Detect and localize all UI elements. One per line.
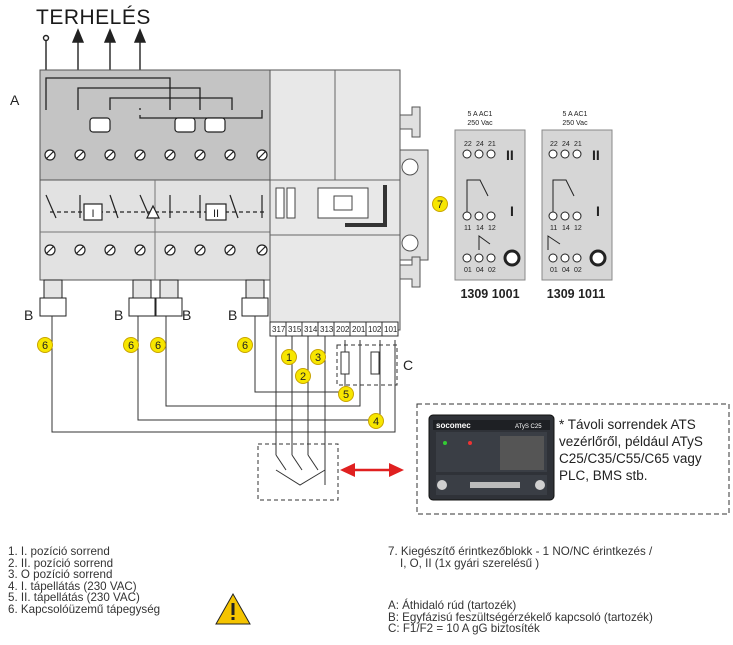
svg-text:6: 6	[155, 340, 161, 352]
svg-text:2: 2	[300, 371, 306, 383]
terminal-strip: 317 315 314 313 202 201 102 101	[269, 321, 399, 337]
marker-6: 6	[150, 337, 166, 353]
lower-screws	[44, 244, 268, 256]
label-b: B	[228, 307, 237, 323]
terminal-label: 201	[352, 325, 366, 334]
svg-text:1: 1	[286, 352, 292, 364]
contact-block-right: 5 A AC1 250 Vac 22 24 21 11 14 12 01 04 …	[541, 111, 613, 301]
label-c: C	[403, 357, 413, 373]
label-b: B	[114, 307, 123, 323]
part-number-left: 1309 1001	[460, 287, 519, 301]
marker-7: 7	[432, 196, 448, 212]
svg-text:5 A AC1: 5 A AC1	[563, 111, 588, 118]
terminal-label: 202	[336, 325, 350, 334]
remote-note: * Távoli sorrendek ATS vezérlőről, példá…	[559, 417, 703, 483]
switch-contacts: I II	[45, 194, 265, 221]
marker-6: 6	[37, 337, 53, 353]
load-title: TERHELÉS	[36, 6, 151, 29]
svg-text:04: 04	[562, 267, 570, 274]
marker-2: 2	[295, 368, 311, 384]
legend-item: 5. II. tápellátás (230 VAC)	[8, 591, 140, 605]
svg-text:14: 14	[476, 225, 484, 232]
legend-item: A: Áthidaló rúd (tartozék)	[388, 599, 517, 612]
legend-left: 1. I. pozíció sorrend 2. II. pozíció sor…	[8, 546, 160, 616]
svg-text:6: 6	[242, 340, 248, 352]
legend-item: 4. I. tápellátás (230 VAC)	[8, 579, 137, 593]
svg-text:01: 01	[550, 267, 558, 274]
svg-text:II: II	[506, 147, 514, 163]
svg-text:21: 21	[488, 141, 496, 148]
svg-text:11: 11	[550, 225, 557, 232]
remote-controller-box: socomec ATyS C25	[416, 403, 730, 515]
load-arrows	[42, 28, 147, 70]
svg-text:02: 02	[488, 267, 496, 274]
svg-text:250 Vac: 250 Vac	[467, 120, 493, 127]
label-b: B	[24, 307, 33, 323]
upper-screws	[44, 117, 268, 161]
double-arrow-icon	[340, 463, 404, 477]
marker-6: 6	[237, 337, 253, 353]
terminal-label: 313	[320, 325, 334, 334]
svg-text:11: 11	[464, 225, 471, 232]
legend-item: B: Egyfázisú feszültségérzékelő kapcsoló…	[388, 610, 653, 624]
legend-right-bottom: A: Áthidaló rúd (tartozék) B: Egyfázisú …	[388, 600, 653, 635]
terminal-label: 102	[368, 325, 382, 334]
svg-text:24: 24	[476, 141, 484, 148]
legend-item: 1. I. pozíció sorrend	[8, 545, 110, 558]
svg-text:6: 6	[42, 340, 48, 352]
svg-text:01: 01	[464, 267, 472, 274]
legend-item: 3. O pozíció sorrend	[8, 568, 113, 582]
svg-text:12: 12	[574, 225, 582, 232]
svg-text:22: 22	[550, 141, 558, 148]
marker-6: 6	[123, 337, 139, 353]
label-b: B	[182, 307, 191, 323]
terminal-label: 317	[272, 325, 286, 334]
svg-text:250 Vac: 250 Vac	[562, 120, 588, 127]
marker-3: 3	[310, 349, 326, 365]
legend-item: C: F1/F2 = 10 A gG biztosíték	[388, 622, 540, 636]
switch-housing	[39, 69, 429, 331]
legend-right-top: 7. Kiegészítő érintkezőblokk - 1 NO/NC é…	[388, 546, 652, 569]
svg-text:6: 6	[128, 340, 134, 352]
svg-text:04: 04	[476, 267, 484, 274]
bridging-bars	[45, 77, 263, 119]
label-a: A	[10, 92, 20, 108]
legend-item: 7. Kiegészítő érintkezőblokk - 1 NO/NC é…	[388, 545, 653, 558]
marker-1: 1	[281, 349, 297, 365]
svg-text:I: I	[510, 203, 514, 219]
numbered-markers: 1 2 3 4 5 6 6 6 6 7	[37, 196, 448, 429]
svg-text:5 A AC1: 5 A AC1	[468, 111, 493, 118]
svg-text:4: 4	[373, 416, 379, 428]
controller-brand: socomec	[436, 421, 471, 430]
svg-text:5: 5	[343, 389, 349, 401]
svg-text:12: 12	[488, 225, 496, 232]
terminal-label: 101	[384, 325, 398, 334]
svg-text:II: II	[213, 208, 219, 220]
svg-text:I: I	[596, 203, 600, 219]
controller-model: ATyS C25	[515, 424, 542, 430]
contact-block-left: 5 A AC1 250 Vac 22 24 21 11 14 12 01 04 …	[454, 111, 526, 301]
svg-text:7: 7	[437, 199, 443, 211]
legend-item: I, O, II (1x gyári szerelésű )	[400, 556, 540, 570]
svg-text:22: 22	[464, 141, 472, 148]
svg-text:02: 02	[574, 267, 582, 274]
marker-4: 4	[368, 413, 384, 429]
svg-text:3: 3	[315, 352, 321, 364]
part-number-right: 1309 1011	[547, 287, 605, 301]
terminal-label: 315	[288, 325, 302, 334]
svg-text:I: I	[91, 208, 94, 220]
svg-text:II: II	[592, 147, 600, 163]
warning-icon	[215, 592, 251, 625]
legend-item: 6. Kapcsolóüzemű tápegység	[8, 602, 161, 616]
terminal-label: 314	[304, 325, 318, 334]
legend-item: 2. II. pozíció sorrend	[8, 556, 114, 570]
svg-text:14: 14	[562, 225, 570, 232]
svg-text:24: 24	[562, 141, 570, 148]
svg-text:21: 21	[574, 141, 582, 148]
marker-5: 5	[338, 386, 354, 402]
